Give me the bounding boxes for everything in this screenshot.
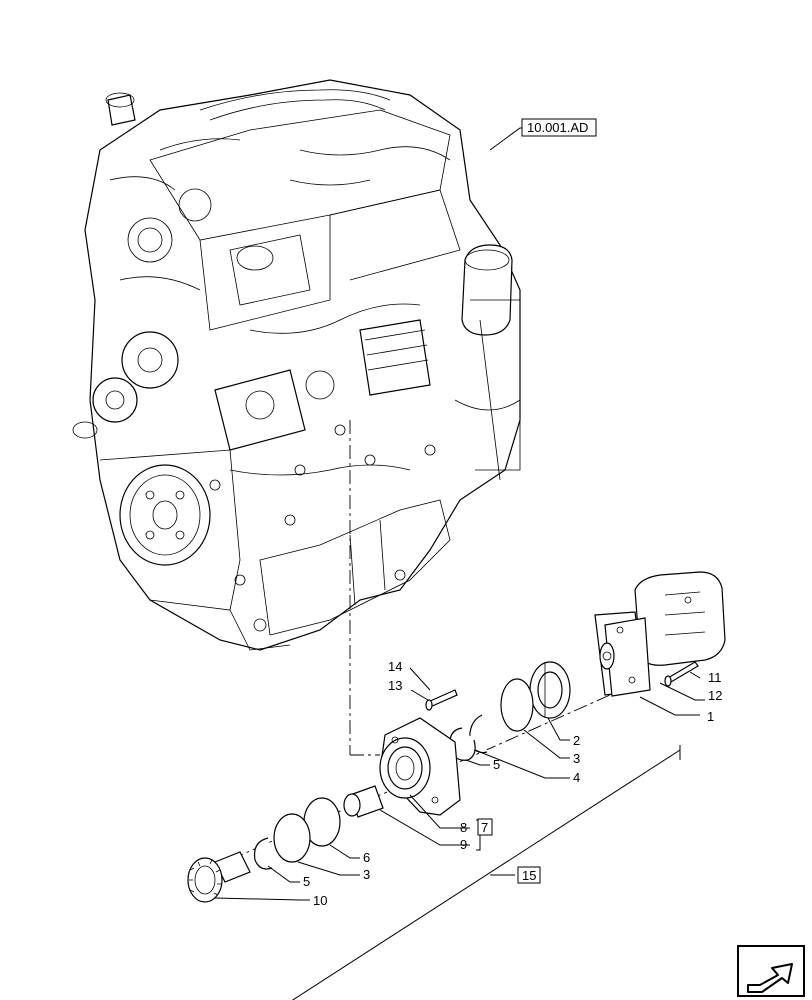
assembly-label[interactable]: 15 bbox=[522, 868, 536, 883]
callout-2: 2 bbox=[573, 733, 580, 748]
callout-3-upper: 3 bbox=[573, 751, 580, 766]
callout-10: 10 bbox=[313, 893, 327, 908]
callout-13: 13 bbox=[388, 678, 402, 693]
callout-1: 1 bbox=[707, 709, 714, 724]
gasket-part-2 bbox=[529, 661, 571, 719]
callout-14: 14 bbox=[388, 659, 402, 674]
callout-labels: 10.001.AD 1 2 3 4 5 11 12 13 14 8 9 7 6 … bbox=[303, 118, 722, 908]
reference-label[interactable]: 10.001.AD bbox=[527, 120, 588, 135]
kit-label[interactable]: 7 bbox=[481, 820, 488, 835]
callout-5-lower: 5 bbox=[303, 874, 310, 889]
gear-shaft-part-10 bbox=[187, 851, 251, 903]
bolt-part-14 bbox=[425, 689, 458, 711]
retaining-ring-part-5-lower bbox=[253, 837, 273, 870]
bushing-part-9 bbox=[343, 785, 384, 818]
next-page-arrow-icon[interactable] bbox=[737, 945, 805, 997]
callout-9: 9 bbox=[460, 837, 467, 852]
callout-8: 8 bbox=[460, 820, 467, 835]
assembly-label-box[interactable] bbox=[517, 866, 541, 884]
o-ring-part-3-upper bbox=[500, 678, 534, 732]
leader-lines bbox=[214, 127, 705, 1000]
callout-12: 12 bbox=[708, 688, 722, 703]
engine-illustration bbox=[72, 79, 521, 651]
kit-label-box[interactable] bbox=[477, 818, 493, 836]
flange-housing-part-8 bbox=[379, 717, 461, 816]
callout-4: 4 bbox=[573, 770, 580, 785]
hydraulic-pump-part-1 bbox=[594, 571, 726, 697]
callout-3-lower: 3 bbox=[363, 867, 370, 882]
callout-5-upper: 5 bbox=[493, 757, 500, 772]
bolt-part-11 bbox=[664, 661, 699, 687]
o-ring-part-3-lower bbox=[273, 813, 311, 863]
callout-6: 6 bbox=[363, 850, 370, 865]
callout-11: 11 bbox=[708, 670, 722, 685]
reference-label-box[interactable] bbox=[521, 118, 597, 137]
